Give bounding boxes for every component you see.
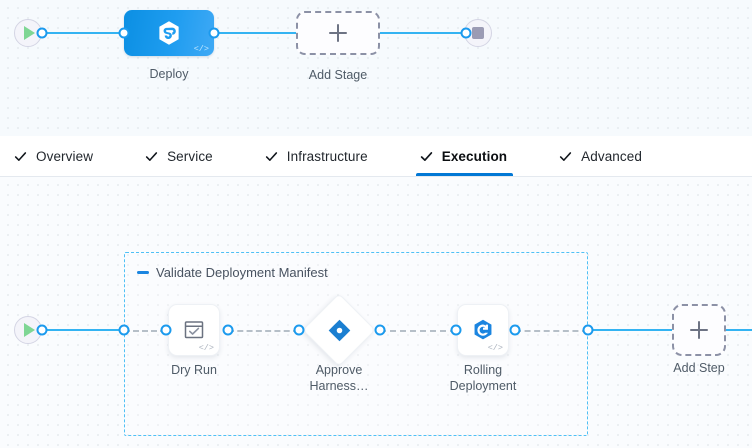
tab-infrastructure[interactable]: Infrastructure bbox=[261, 136, 386, 176]
kubernetes-rolling-icon bbox=[474, 319, 492, 340]
edge-group-dryrun bbox=[124, 330, 166, 332]
add-step-node[interactable]: Add Step bbox=[672, 304, 726, 375]
play-icon bbox=[24, 26, 35, 40]
edge-approve-rolling bbox=[380, 330, 456, 332]
add-step-box[interactable] bbox=[672, 304, 726, 356]
group-out-port[interactable] bbox=[582, 324, 594, 336]
tab-execution[interactable]: Execution bbox=[415, 136, 525, 176]
deploy-out-port[interactable] bbox=[208, 27, 220, 39]
execution-canvas[interactable]: Validate Deployment Manifest </> Dry R bbox=[0, 177, 752, 448]
tab-service[interactable]: Service bbox=[141, 136, 231, 176]
edge-start-group bbox=[42, 328, 124, 332]
edge-addstep-right bbox=[726, 328, 752, 332]
plus-icon bbox=[329, 24, 347, 42]
tab-label: Advanced bbox=[581, 148, 642, 164]
check-icon bbox=[420, 151, 432, 161]
step-node-dry-run[interactable]: </> Dry Run bbox=[168, 304, 220, 377]
step-label-approve-harness: Approve Harness… bbox=[309, 363, 369, 393]
add-stage-node[interactable]: Add Stage bbox=[296, 11, 380, 82]
shell-script-check-icon bbox=[184, 321, 204, 339]
add-step-label: Add Step bbox=[673, 361, 725, 375]
check-icon bbox=[145, 151, 158, 161]
step-group-header[interactable]: Validate Deployment Manifest bbox=[137, 265, 328, 280]
edge-dryrun-approve bbox=[228, 330, 299, 332]
step-node-rolling-deployment[interactable]: </> Rolling Deployment bbox=[450, 304, 516, 393]
approve-out-port[interactable] bbox=[374, 324, 386, 336]
stage-node-deploy[interactable]: </> Deploy bbox=[124, 10, 214, 81]
stage-deploy-box[interactable]: </> bbox=[124, 10, 214, 56]
edge-start-deploy bbox=[42, 31, 124, 35]
step-label-dry-run: Dry Run bbox=[171, 363, 217, 377]
minus-icon[interactable] bbox=[137, 271, 149, 274]
edge-deploy-addstage bbox=[214, 31, 296, 35]
tab-label: Execution bbox=[441, 148, 508, 164]
group-in-port[interactable] bbox=[118, 324, 130, 336]
harness-approval-icon bbox=[328, 319, 350, 341]
edge-rolling-groupout bbox=[515, 330, 588, 332]
edge-group-addstep bbox=[588, 328, 672, 332]
stage-canvas[interactable]: </> Deploy Add Stage bbox=[0, 0, 752, 136]
add-stage-label: Add Stage bbox=[308, 68, 368, 82]
tab-advanced[interactable]: Advanced bbox=[555, 136, 660, 176]
check-icon bbox=[265, 151, 277, 161]
approve-in-port[interactable] bbox=[293, 324, 305, 336]
start-port[interactable] bbox=[36, 27, 48, 39]
dry-run-out-port[interactable] bbox=[222, 324, 234, 336]
deploy-in-port[interactable] bbox=[118, 27, 130, 39]
step-box-rolling-deployment[interactable]: </> bbox=[457, 304, 509, 356]
end-port[interactable] bbox=[460, 27, 472, 39]
stop-icon bbox=[472, 27, 484, 39]
tab-label: Service bbox=[167, 148, 213, 164]
play-icon bbox=[24, 323, 35, 337]
check-icon bbox=[14, 151, 27, 161]
add-stage-box[interactable] bbox=[296, 11, 380, 55]
step-box-dry-run[interactable]: </> bbox=[168, 304, 220, 356]
tab-overview[interactable]: Overview bbox=[10, 136, 111, 176]
code-badge-icon: </> bbox=[198, 342, 214, 353]
execution-start-port[interactable] bbox=[36, 324, 48, 336]
tab-label: Overview bbox=[36, 148, 94, 164]
rolling-in-port[interactable] bbox=[450, 324, 462, 336]
harness-deploy-icon bbox=[159, 21, 179, 45]
stage-label-deploy: Deploy bbox=[149, 67, 189, 81]
code-badge-icon: </> bbox=[487, 342, 503, 353]
rolling-out-port[interactable] bbox=[509, 324, 521, 336]
step-label-rolling-deployment: Rolling Deployment bbox=[449, 363, 517, 393]
plus-icon bbox=[690, 321, 708, 339]
stage-config-tabs: Overview Service Infrastructure Executio… bbox=[0, 136, 752, 177]
code-badge-icon: </> bbox=[193, 43, 209, 54]
edge-addstage-end bbox=[380, 31, 466, 35]
step-group-title: Validate Deployment Manifest bbox=[156, 265, 328, 280]
tab-label: Infrastructure bbox=[286, 148, 368, 164]
step-node-approve-harness[interactable]: Approve Harness… bbox=[302, 293, 376, 393]
dry-run-in-port[interactable] bbox=[160, 324, 172, 336]
step-diamond-approve[interactable] bbox=[302, 293, 376, 367]
check-icon bbox=[559, 151, 572, 161]
